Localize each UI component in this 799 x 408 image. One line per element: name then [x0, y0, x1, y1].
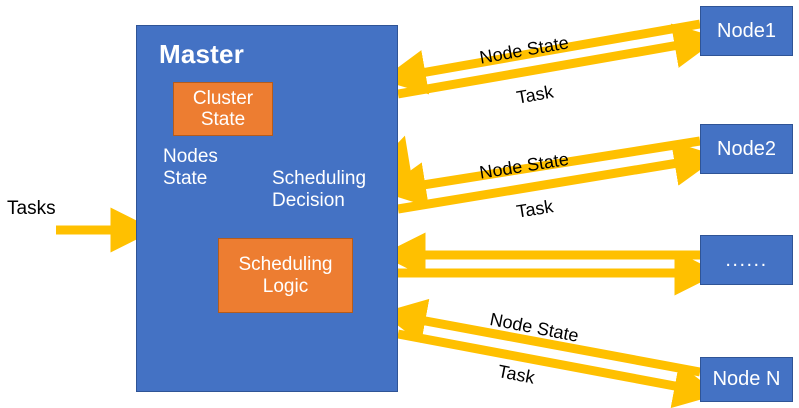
noden-state-arrow [380, 298, 701, 377]
tasks-input-label: Tasks [7, 198, 56, 219]
node2-task-arrow [397, 141, 720, 214]
node-box-node2[interactable]: Node2 [700, 124, 793, 174]
node-label: Node2 [717, 137, 776, 160]
nodes-state-label: Nodes State [163, 146, 218, 189]
node-box-node1[interactable]: Node1 [700, 6, 793, 56]
scheduling-logic-box[interactable]: Scheduling Logic [218, 238, 353, 313]
noden-task-arrow [397, 329, 719, 408]
node1-task-arrow [397, 23, 720, 99]
node-label: Node N [712, 368, 781, 391]
cluster-state-label: Cluster State [192, 87, 254, 130]
scheduling-decision-label: Scheduling Decision [272, 168, 367, 211]
node-label: Node1 [717, 19, 776, 42]
node-box-node-n[interactable]: Node N [700, 357, 793, 402]
node-box-ellipsis[interactable]: ...... [700, 235, 793, 285]
node2-state-arrow [380, 136, 701, 207]
node1-state-arrow [380, 19, 701, 95]
node-label: ...... [725, 248, 768, 271]
scheduling-logic-label: Scheduling Logic [238, 254, 333, 297]
cluster-state-box[interactable]: Cluster State [173, 82, 273, 136]
master-title: Master [159, 39, 245, 69]
